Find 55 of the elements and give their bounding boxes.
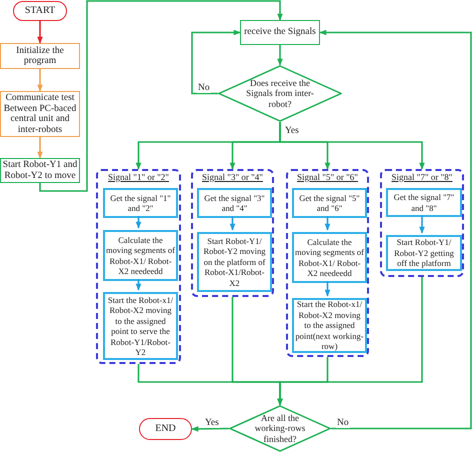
process-box — [0, 43, 80, 69]
node-text: END — [155, 424, 176, 434]
flow-arrow — [136, 279, 142, 291]
flow-arrow — [37, 137, 43, 159]
flow-arrow — [277, 45, 283, 66]
node-text: Signal "7" or "8" — [392, 172, 452, 183]
flow-arrow — [319, 30, 472, 430]
node-text: Get the signal "7" and "8" — [392, 192, 456, 213]
flow-arrow — [419, 215, 425, 234]
node-text: Calculate the moving segments of Robot-X1/ Robot-X2 needeedd — [106, 234, 175, 276]
terminal-shape — [13, 1, 67, 21]
process-box — [103, 188, 178, 218]
node-text: Signal "3" or "4" — [202, 172, 263, 183]
flow-arrow — [39, 0, 283, 192]
dashed-group — [380, 169, 464, 277]
edge-label: Yes — [284, 126, 300, 136]
node-text: Communicate test Between PC-baced central unit and inter-robots — [2, 93, 78, 135]
edge-label: No — [197, 83, 211, 93]
node-text: Start Robot-Y1/ Robot-Y2 moving on the platform of Robot-X1/Robot-X2 — [202, 236, 267, 288]
node-text: Get the signal "1" and "2" — [109, 192, 172, 214]
node-text: Get the signal "3" and "4" — [203, 192, 266, 214]
flow-arrow — [324, 281, 330, 297]
node-text: Are all the working-rows finished? — [254, 412, 306, 444]
flow-arrow — [191, 30, 241, 94]
node-text: Signal "1" or "2" — [108, 172, 169, 183]
node-text: receive the Signals — [244, 27, 316, 38]
process-box — [292, 188, 367, 218]
process-box — [240, 20, 320, 45]
edge-label: No — [336, 418, 350, 428]
process-box — [197, 188, 272, 218]
flow-arrow — [37, 69, 43, 92]
flow-arrow — [191, 426, 230, 432]
flow-arrow — [324, 216, 330, 231]
node-text: Calculate the moving segments of Robot-X1/ Robot-X2 needeedd — [295, 236, 364, 278]
terminal-shape — [139, 418, 192, 440]
dashed-group — [286, 169, 369, 357]
node-text: Signal "5" or "6" — [297, 172, 358, 183]
edge-label: Yes — [204, 418, 220, 428]
node-text: Does receive the Signals from inter-robot? — [245, 78, 315, 110]
flow-arrow — [37, 21, 43, 44]
flow-arrow — [279, 122, 425, 170]
process-box — [386, 235, 462, 271]
node-text: Start Robot-Y1 and Robot-Y2 to move — [2, 160, 78, 181]
flow-arrow — [277, 277, 423, 406]
dashed-group — [96, 169, 181, 364]
node-text: Start Robot-Y1/ Robot-Y2 getting off the platform — [393, 237, 455, 269]
node-text: Initialize the program — [15, 46, 65, 66]
node-text: START — [24, 6, 56, 16]
node-text: Start the Robot-x1/ Robot-X2 moving to the assigned point(next working-row) — [295, 299, 364, 352]
node-text: Start the Robot-x1/ Robot-X2 moving to the assigned point to serve the Robot-Y1/Robot-Y2 — [106, 294, 174, 358]
flow-arrow — [136, 216, 142, 229]
flow-arrow — [230, 216, 236, 231]
dashed-group — [191, 169, 274, 297]
process-box — [386, 188, 462, 217]
node-text: Get the signal "5" and "6" — [298, 192, 361, 214]
